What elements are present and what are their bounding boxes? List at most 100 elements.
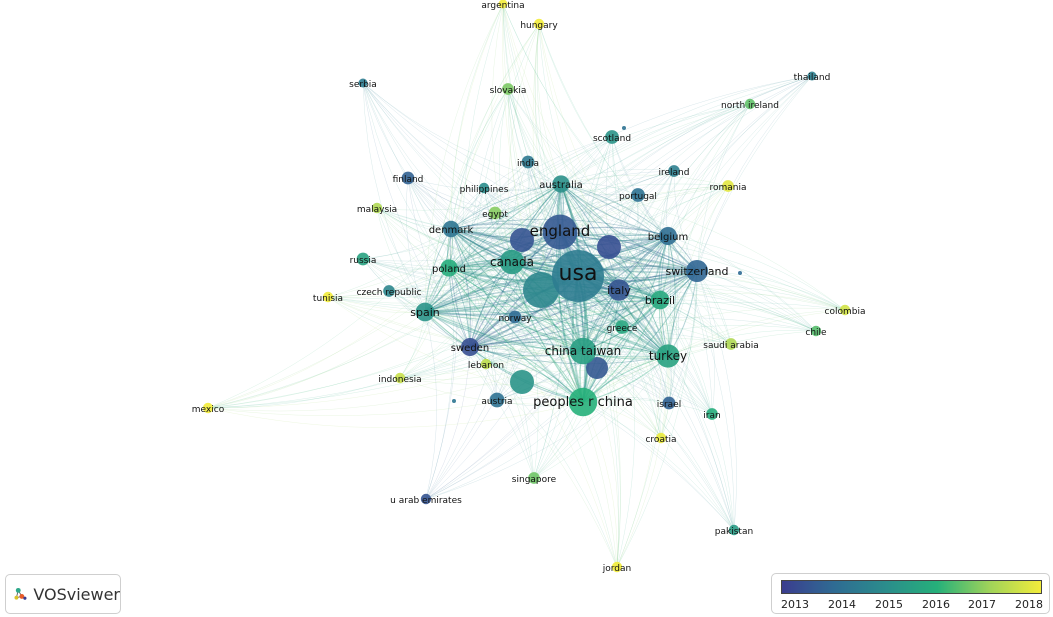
network-link	[424, 136, 613, 313]
network-link	[448, 267, 618, 568]
node-label-chile: chile	[805, 328, 827, 338]
network-link	[582, 309, 846, 403]
network-node-england[interactable]	[542, 214, 578, 250]
network-link	[496, 261, 515, 401]
network-node-greece[interactable]	[615, 320, 629, 334]
network-node-thailand[interactable]	[807, 71, 817, 81]
network-link	[362, 82, 579, 277]
network-link	[424, 235, 669, 313]
node-label-iran: iran	[703, 411, 720, 421]
network-link	[582, 401, 618, 568]
network-node-usa[interactable]	[552, 250, 604, 302]
network-link	[450, 23, 540, 230]
network-link	[527, 161, 698, 272]
network-link	[207, 228, 452, 409]
network-node-argentina[interactable]	[498, 0, 508, 9]
network-node-turkey[interactable]	[656, 344, 680, 368]
network-node-india[interactable]	[521, 155, 535, 169]
network-node-norway[interactable]	[508, 310, 522, 324]
network-node-denmark[interactable]	[442, 220, 460, 238]
network-link	[507, 88, 562, 185]
network-node-peoples-r-china[interactable]	[568, 387, 598, 417]
network-link	[696, 75, 813, 272]
network-link	[424, 311, 618, 568]
network-link	[511, 261, 584, 403]
network-link	[534, 23, 584, 352]
network-node-ireland[interactable]	[668, 165, 680, 177]
network-node-indonesia[interactable]	[394, 372, 406, 384]
network-node-north-ireland[interactable]	[744, 98, 756, 110]
network-link	[448, 267, 669, 357]
network-node-austria[interactable]	[489, 392, 505, 408]
network-link	[499, 88, 513, 263]
network-link	[611, 136, 669, 357]
network-node-spain[interactable]	[415, 302, 435, 322]
legend-tick: 2016	[922, 598, 950, 611]
network-node-switzerland[interactable]	[685, 259, 709, 283]
network-node-u-arab-emirates[interactable]	[420, 493, 432, 505]
network-node-egypt[interactable]	[488, 206, 502, 220]
node-label-brazil: brazil	[645, 294, 675, 307]
network-link	[469, 183, 562, 348]
network-node-italy[interactable]	[608, 279, 630, 301]
legend-tick: 2015	[875, 598, 903, 611]
network-node-russia[interactable]	[356, 252, 370, 266]
network-node-malaysia[interactable]	[371, 202, 383, 214]
network-link	[659, 185, 729, 301]
network-node-mexico[interactable]	[202, 402, 214, 414]
network-node-poland[interactable]	[440, 259, 458, 277]
network-node-jordan[interactable]	[611, 561, 623, 573]
network-node-chile[interactable]	[810, 325, 822, 337]
node-label-india: india	[517, 159, 539, 169]
network-node	[510, 228, 534, 252]
network-node-czech-republic[interactable]	[383, 285, 395, 297]
network-link	[207, 401, 584, 428]
network-node	[586, 357, 608, 379]
network-link	[667, 235, 817, 332]
network-link	[502, 3, 584, 352]
network-link	[673, 170, 698, 272]
network-node-saudi-arabia[interactable]	[725, 338, 737, 350]
network-link	[537, 23, 562, 185]
network-link	[469, 346, 662, 439]
network-node-tunisia[interactable]	[322, 291, 334, 303]
network-link	[362, 82, 561, 233]
node-label-sweden: sweden	[451, 343, 489, 354]
network-node-finland[interactable]	[401, 171, 415, 185]
network-node-philippines[interactable]	[478, 182, 490, 194]
network-node-canada[interactable]	[499, 249, 525, 275]
network-node-portugal[interactable]	[631, 188, 645, 202]
network-node-singapore[interactable]	[528, 472, 540, 484]
network-link	[450, 228, 662, 439]
network-node-pakistan[interactable]	[728, 524, 740, 536]
network-node-romania[interactable]	[722, 180, 734, 192]
network-node-china-taiwan[interactable]	[569, 337, 597, 365]
network-node-croatia[interactable]	[655, 432, 667, 444]
network-link	[559, 231, 732, 345]
network-link	[448, 136, 613, 269]
network-link	[582, 401, 735, 531]
network-node-serbia[interactable]	[358, 78, 368, 88]
network-link	[502, 3, 562, 185]
network-node-australia[interactable]	[552, 175, 570, 193]
network-node-sweden[interactable]	[460, 337, 480, 357]
network-node-hungary[interactable]	[533, 18, 545, 30]
network-link	[448, 267, 584, 403]
network-node-slovakia[interactable]	[502, 83, 514, 95]
network-link	[560, 168, 675, 185]
network-link	[560, 174, 729, 187]
node-label-philippines: philippines	[460, 185, 509, 195]
network-node-scotland[interactable]	[605, 130, 619, 144]
network-node-colombia[interactable]	[839, 304, 851, 316]
network-node-iran[interactable]	[706, 408, 718, 420]
network-link	[399, 228, 452, 379]
network-node-brazil[interactable]	[650, 290, 670, 310]
network-node-israel[interactable]	[662, 396, 676, 410]
node-label-italy: italy	[607, 284, 631, 297]
node-label-thailand: thailand	[794, 73, 831, 83]
network-node-belgium[interactable]	[658, 226, 678, 246]
network-link	[327, 296, 669, 358]
network-link	[450, 194, 639, 230]
network-node-lebanon[interactable]	[480, 358, 492, 370]
